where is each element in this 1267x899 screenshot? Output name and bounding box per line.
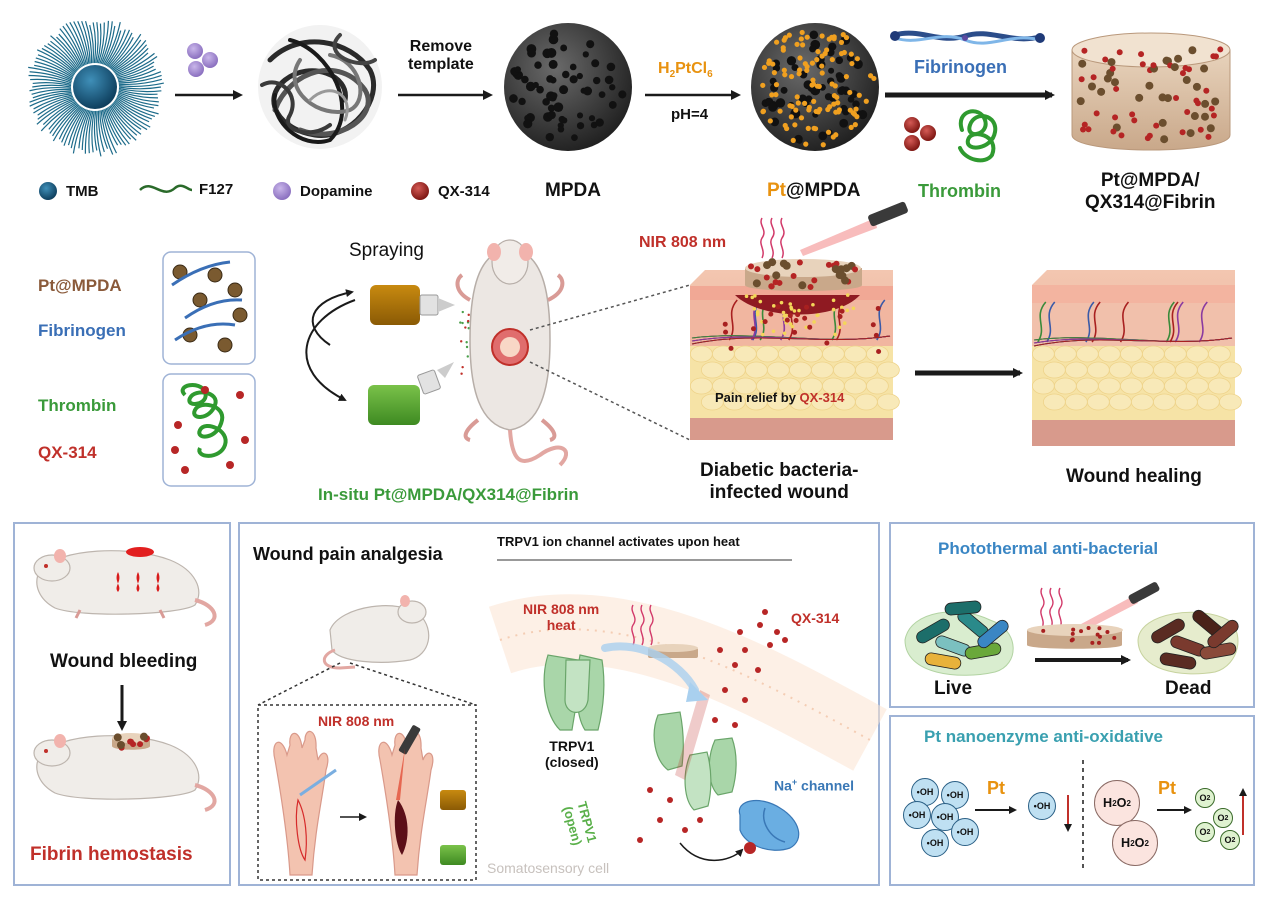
product-label: Pt@MPDA/ QX314@Fibrin bbox=[1085, 170, 1216, 213]
pt-label-2: Pt bbox=[1158, 778, 1176, 798]
skin-section-icon bbox=[689, 258, 900, 440]
nir-label: NIR 808 nm bbox=[639, 234, 727, 251]
hemostasis-rat-icon bbox=[33, 732, 217, 812]
thrombin-top-label: Thrombin bbox=[918, 181, 1001, 201]
pt-mpda-fibrinogen-mix bbox=[171, 260, 248, 353]
app-qx314-label: QX-314 bbox=[38, 443, 97, 462]
analgesia-nir-label: NIR 808 nm bbox=[318, 713, 395, 729]
app-fibrinogen-label: Fibrinogen bbox=[38, 321, 126, 340]
radical-bubble-icon: •OH bbox=[921, 829, 949, 857]
photothermal-title: Photothermal anti-bacterial bbox=[938, 539, 1159, 558]
rat-icon bbox=[455, 239, 568, 467]
polymer-sphere-icon bbox=[258, 25, 382, 149]
trpv1-closed-label: TRPV1 (closed) bbox=[545, 738, 599, 771]
nir-waves-icon bbox=[760, 217, 785, 259]
laser-pen-icon bbox=[800, 201, 908, 256]
dead-bacteria-icon bbox=[1137, 609, 1239, 675]
spray-bottle-icon bbox=[368, 285, 455, 425]
radical-bubble-icon: •OH bbox=[903, 801, 931, 829]
somatosensory-cell-label: Somatosensory cell bbox=[487, 860, 610, 876]
mpda-sphere-icon bbox=[504, 23, 632, 151]
thrombin-coil-icon bbox=[958, 109, 998, 163]
dead-label: Dead bbox=[1165, 678, 1212, 699]
na-channel-label: Na+ channel bbox=[774, 777, 854, 794]
analgesia-title: Wound pain analgesia bbox=[253, 544, 443, 564]
fibrinogen-top-label: Fibrinogen bbox=[914, 57, 1007, 77]
legend-qx314: QX-314 bbox=[438, 183, 490, 200]
trpv1-channel-icon bbox=[543, 654, 605, 731]
micelle-icon bbox=[28, 20, 164, 157]
radical-bubble-icon: •OH bbox=[931, 803, 959, 831]
remove-template-label: Remove template bbox=[408, 38, 474, 74]
qx314-scatter-label: QX-314 bbox=[791, 610, 840, 626]
wound-bleeding-label: Wound bleeding bbox=[50, 651, 198, 672]
diabetic-wound-label: Diabetic bacteria- infected wound bbox=[700, 460, 859, 503]
mouse-icon bbox=[322, 595, 430, 670]
h2ptcl6-label: H2PtCl6 bbox=[658, 60, 713, 81]
app-thrombin-label: Thrombin bbox=[38, 396, 117, 415]
nir-heat-waves-icon bbox=[631, 604, 654, 646]
nir-heat-label: NIR 808 nm heat bbox=[523, 601, 600, 634]
disc-bacteria-icon bbox=[1027, 624, 1123, 649]
skin-section-healed-icon bbox=[1031, 270, 1242, 446]
laser-pen-small-icon bbox=[396, 725, 421, 800]
legend-dopamine: Dopamine bbox=[300, 183, 373, 200]
insitu-label: In-situ Pt@MPDA/QX314@Fibrin bbox=[318, 485, 579, 504]
oxidative-title: Pt nanoenzyme anti-oxidative bbox=[924, 727, 1163, 746]
mpda-label: MPDA bbox=[545, 180, 601, 201]
radical-bubble-icon: •OH bbox=[1028, 792, 1056, 820]
legend-tmb: TMB bbox=[66, 183, 99, 200]
pt-mpda-sphere-icon bbox=[751, 23, 879, 151]
radical-bubble-icon: •OH bbox=[951, 818, 979, 846]
pain-relief-label: Pain relief by QX-314 bbox=[715, 390, 845, 405]
pt-mpda-label: Pt@MPDA bbox=[767, 180, 861, 201]
fibrin-disc-icon bbox=[1071, 32, 1231, 151]
dopamine-beads-icon bbox=[187, 43, 218, 77]
qx314-cluster-icon bbox=[904, 117, 936, 151]
pt-label-1: Pt bbox=[987, 778, 1005, 798]
app-pt-mpda-label: Pt@MPDA bbox=[38, 276, 122, 295]
legend-f127: F127 bbox=[199, 181, 234, 198]
hand-icon bbox=[273, 730, 434, 876]
analgesia-subtitle: TRPV1 ion channel activates upon heat bbox=[497, 534, 740, 549]
nir-waves-bacteria-icon bbox=[1040, 587, 1063, 629]
ph-label: pH=4 bbox=[671, 106, 709, 123]
trpv1-open-channel-icon bbox=[653, 711, 737, 811]
na-channel-icon bbox=[738, 800, 800, 854]
spraying-label: Spraying bbox=[349, 240, 424, 261]
fibrin-hemostasis-label: Fibrin hemostasis bbox=[30, 844, 193, 865]
bleeding-rat-icon bbox=[33, 547, 217, 627]
wound-healing-label: Wound healing bbox=[1066, 466, 1202, 487]
fibrinogen-strand-icon bbox=[890, 30, 1045, 45]
bacteria-cluster-icon bbox=[904, 600, 1014, 676]
legend-icons bbox=[39, 182, 429, 200]
thrombin-qx-mix bbox=[171, 383, 249, 474]
live-label: Live bbox=[934, 678, 973, 699]
